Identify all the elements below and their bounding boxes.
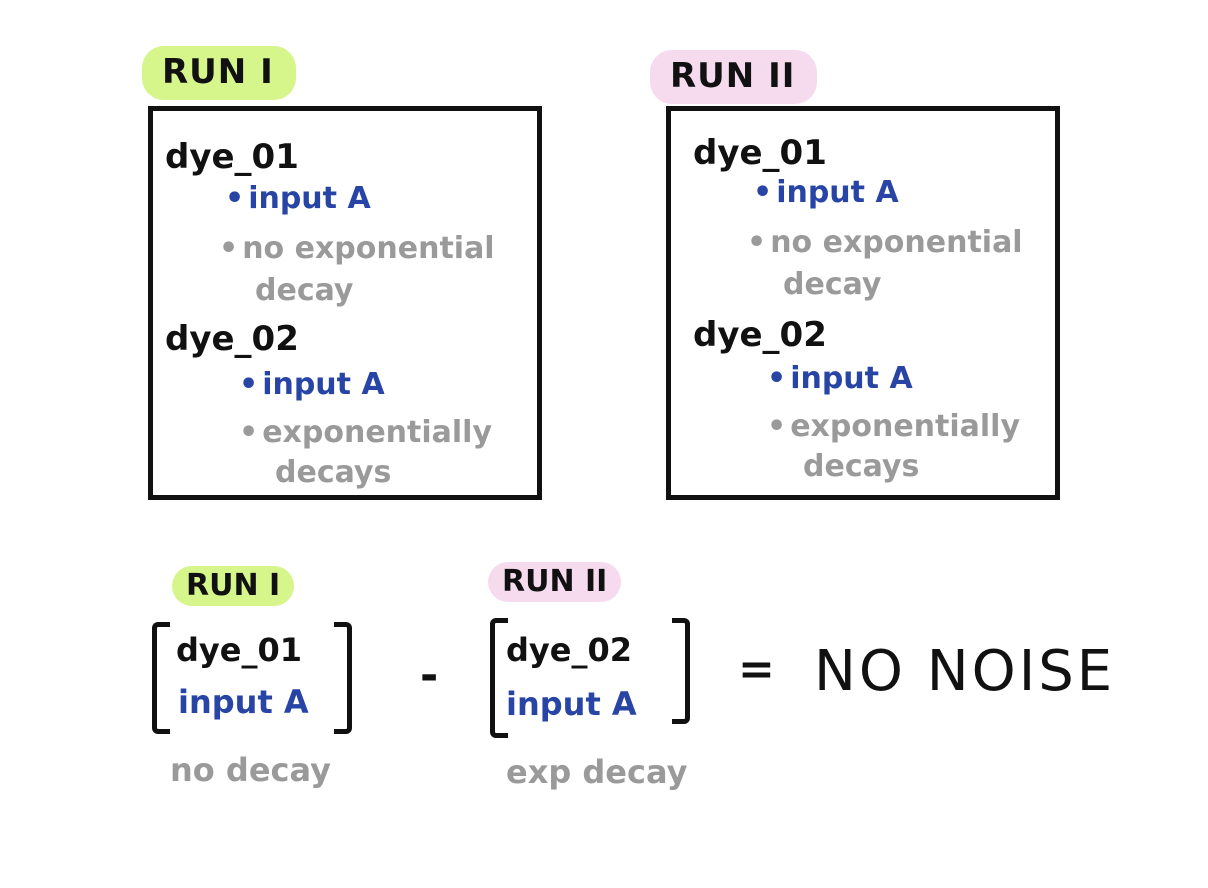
run1-dye1-item1-text: input A	[248, 181, 371, 216]
eq-right-dye: dye_02	[506, 631, 632, 669]
eq-right-caption: exp decay	[506, 753, 688, 791]
eq-right-input: input A	[506, 685, 637, 723]
result-text: NO NOISE	[814, 639, 1116, 704]
run2-dye2-item2: •exponentially	[767, 407, 1020, 447]
eq-right-bracket-close	[672, 618, 690, 724]
eq-left-caption: no decay	[170, 751, 331, 789]
run2-dye1-item2-cont: decay	[783, 267, 882, 302]
run1-dye2-item1-text: input A	[262, 367, 385, 402]
run1-dye2-item2-cont: decays	[275, 455, 392, 490]
bullet-icon: •	[239, 415, 259, 450]
eq-left-title: RUN I	[172, 566, 295, 606]
bullet-icon: •	[219, 231, 239, 266]
minus-operator: -	[420, 650, 439, 701]
run2-dye2-item1: •input A	[767, 359, 913, 399]
run2-dye2-item2-text: exponentially	[790, 409, 1021, 444]
run2-dye2-label: dye_02	[693, 315, 827, 355]
eq-right-bracket-open	[490, 618, 508, 738]
run1-dye1-item2-cont: decay	[255, 273, 354, 308]
run2-title: RUN II	[650, 50, 818, 104]
run1-dye1-label: dye_01	[165, 137, 299, 177]
eq-left-bracket-close	[334, 622, 352, 734]
equals-operator: =	[738, 644, 775, 695]
run1-dye2-label: dye_02	[165, 319, 299, 359]
run2-dye1-label: dye_01	[693, 133, 827, 173]
run1-dye2-item1: •input A	[239, 365, 385, 405]
run2-dye1-item2: •no exponential	[747, 223, 1023, 263]
bullet-icon: •	[239, 367, 259, 402]
bullet-icon: •	[767, 361, 787, 396]
eq-left-dye: dye_01	[176, 631, 302, 669]
run1-dye1-item2-text: no exponential	[242, 231, 495, 266]
run1-title: RUN I	[142, 46, 296, 100]
run2-dye2-item2-cont: decays	[803, 449, 920, 484]
bullet-icon: •	[753, 175, 773, 210]
bullet-icon: •	[747, 225, 767, 260]
eq-right-title: RUN II	[488, 562, 622, 602]
run2-dye1-item2-text: no exponential	[770, 225, 1023, 260]
run1-dye1-item2: •no exponential	[219, 229, 495, 269]
bullet-icon: •	[225, 181, 245, 216]
eq-left-bracket-open	[152, 622, 170, 734]
run1-dye1-item1: •input A	[225, 179, 371, 219]
run2-dye1-item1: •input A	[753, 173, 899, 213]
run2-dye1-item1-text: input A	[776, 175, 899, 210]
run1-dye2-item2: •exponentially	[239, 413, 492, 453]
run2-panel: dye_01 •input A •no exponential decay dy…	[666, 106, 1060, 500]
run1-dye2-item2-text: exponentially	[262, 415, 493, 450]
run1-panel: dye_01 •input A •no exponential decay dy…	[148, 106, 542, 500]
run2-dye2-item1-text: input A	[790, 361, 913, 396]
eq-left-input: input A	[178, 683, 309, 721]
bullet-icon: •	[767, 409, 787, 444]
